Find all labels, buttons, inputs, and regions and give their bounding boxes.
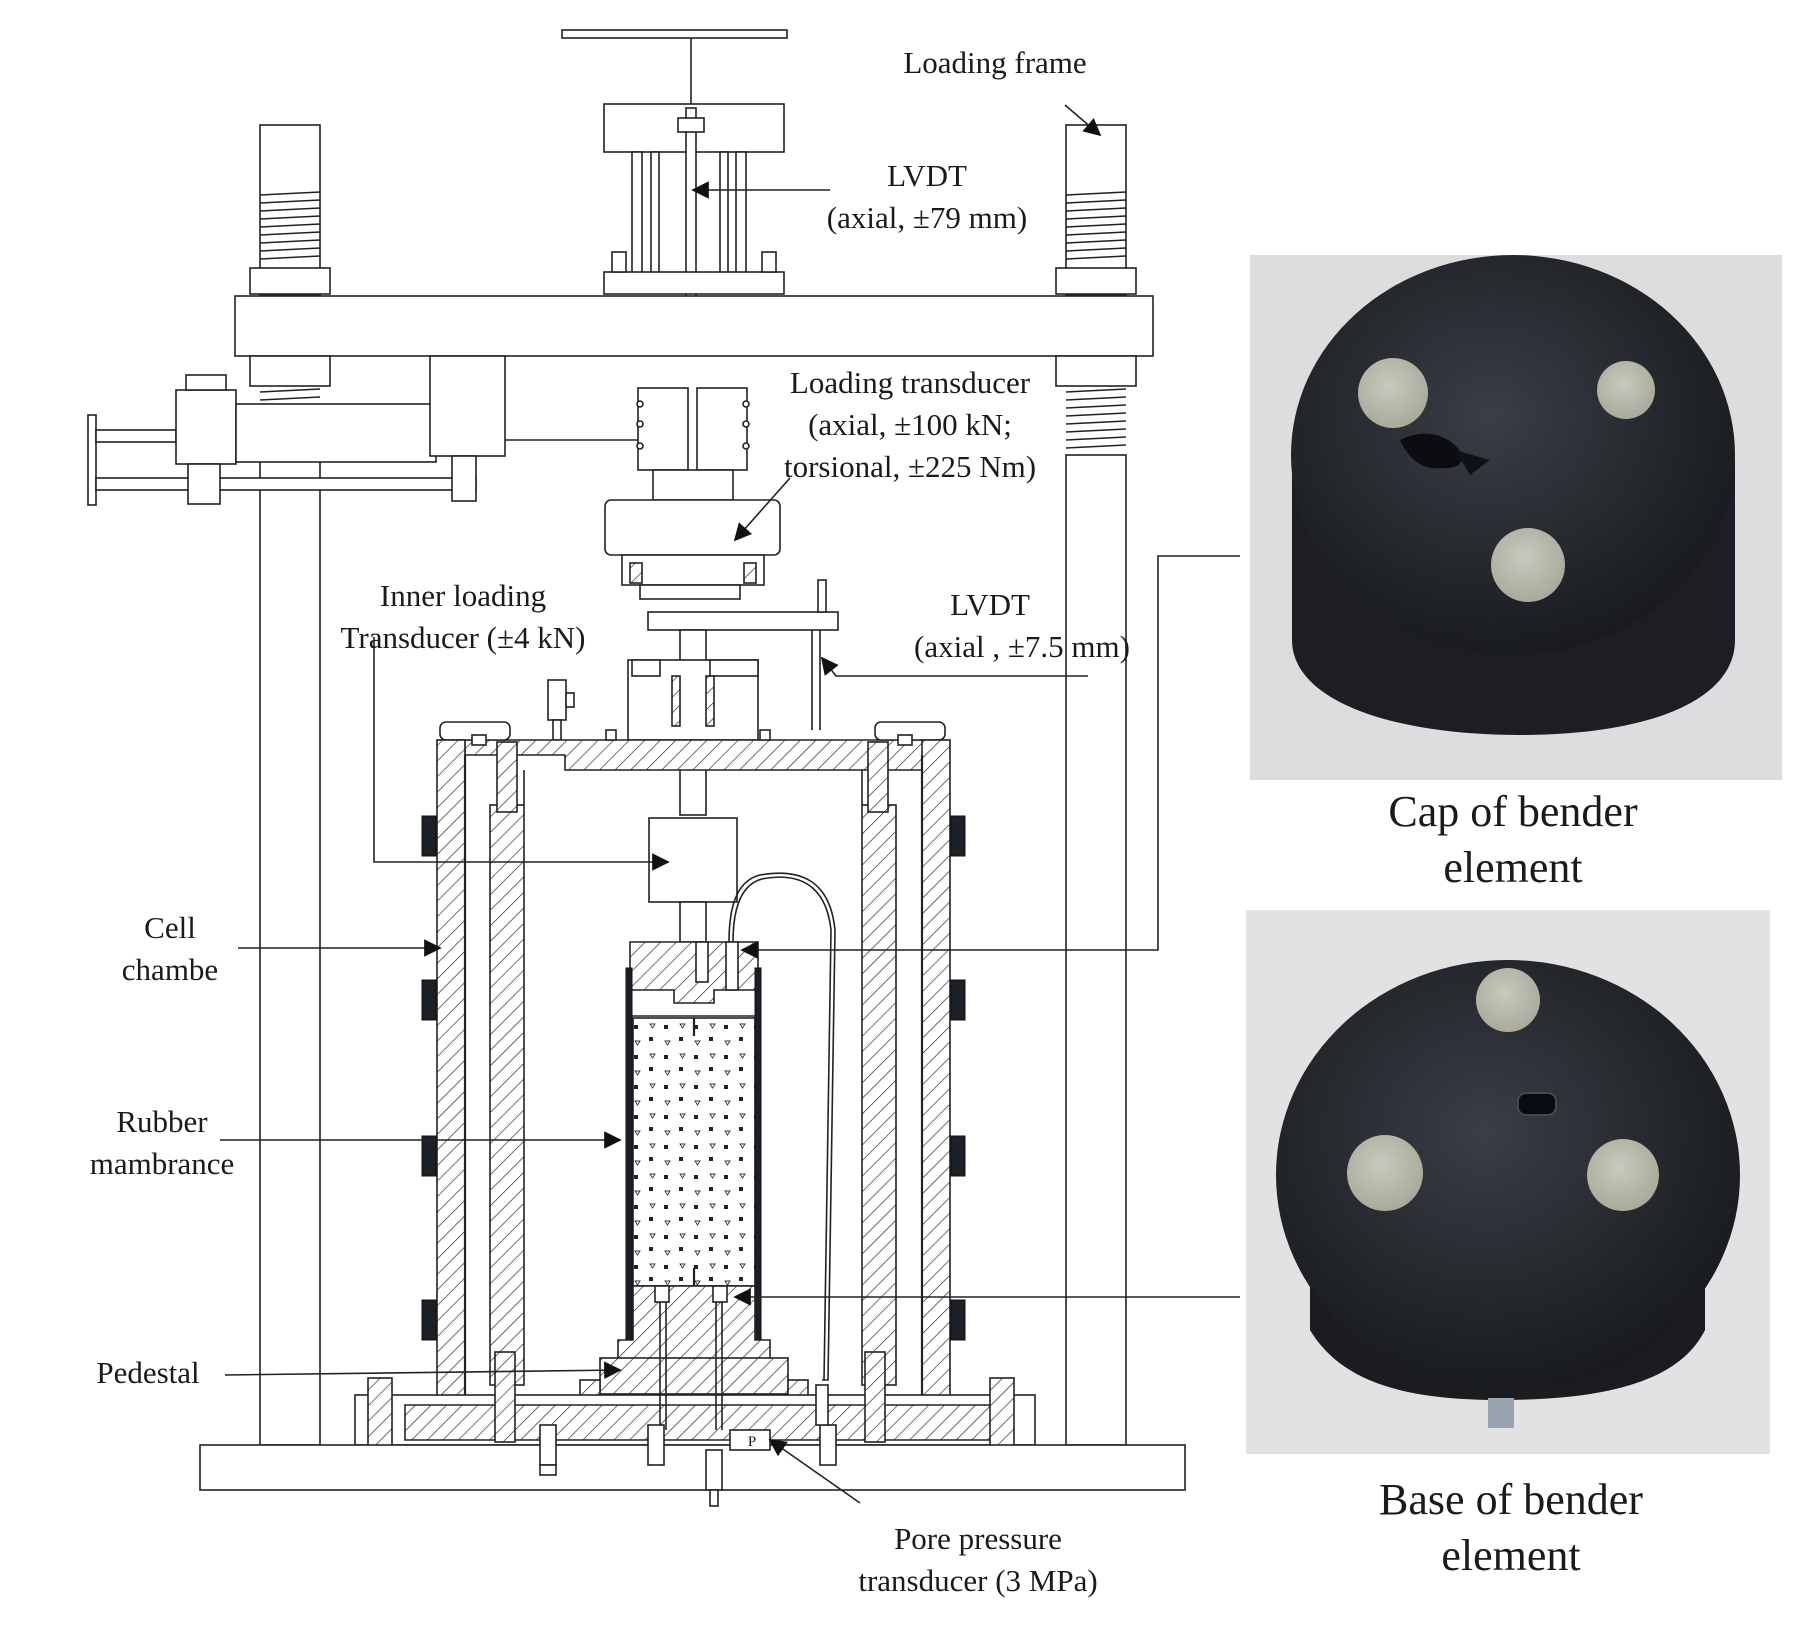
column-left [259, 454, 321, 1446]
rubber-membrane-left [625, 967, 633, 1341]
label-rubber-mambrance: mambrance [90, 1146, 235, 1181]
rubber-membrane-right [754, 967, 762, 1341]
cap-top-face [1291, 255, 1735, 655]
base-top-face [1276, 960, 1740, 1390]
base-photo [1246, 910, 1770, 1454]
labels: Loading frame LVDT (axial, ±79 mm) Loadi… [90, 45, 1130, 1598]
label-loading-transducer-torsional: torsional, ±225 Nm) [784, 449, 1036, 484]
leader-lines [220, 104, 1240, 1504]
lvdt-plate [647, 611, 839, 631]
label-loading-transducer: Loading transducer [790, 365, 1031, 400]
cap-porous-stone-1 [1358, 358, 1428, 428]
label-cell-chambe: chambe [122, 952, 218, 987]
label-inner-loading-range: Transducer (±4 kN) [341, 620, 586, 655]
inner-loading-transducer [648, 817, 738, 903]
loading-frame [87, 29, 1154, 1446]
pore-symbol: P [748, 1434, 756, 1450]
column-threads-right [1065, 191, 1127, 260]
cap-porous-stone-2 [1597, 361, 1655, 419]
cell-wall-left [436, 739, 466, 1401]
bender-cable [728, 872, 836, 1381]
pedestal-block [599, 1357, 789, 1395]
base-caption-line1: Base of bender [1379, 1475, 1643, 1524]
label-loading-transducer-axial: (axial, ±100 kN; [808, 407, 1012, 442]
loading-transducer [604, 499, 781, 556]
triaxial-cell: P [199, 579, 1186, 1507]
column-threads-left [259, 191, 321, 260]
machine-base [199, 1444, 1186, 1491]
cap-porous-stone-3 [1491, 528, 1565, 602]
cap-caption-line1: Cap of bender [1388, 787, 1638, 836]
base-porous-stone-3 [1587, 1139, 1659, 1211]
cap-photo [1250, 255, 1782, 780]
cell-wall-right [921, 739, 951, 1401]
label-pore-pressure-range: transducer (3 MPa) [858, 1563, 1097, 1598]
base-caption-line2: element [1441, 1531, 1580, 1580]
label-lvdt-small: LVDT [950, 587, 1030, 622]
label-pore-pressure: Pore pressure [894, 1521, 1062, 1556]
crossbeam [234, 295, 1154, 357]
label-cell: Cell [144, 910, 196, 945]
soil-specimen [632, 1017, 756, 1287]
label-lvdt-small-range: (axial , ±7.5 mm) [914, 629, 1130, 664]
base-porous-stone-1 [1476, 968, 1540, 1032]
base-porous-stone-2 [1347, 1135, 1423, 1211]
label-pedestal: Pedestal [96, 1355, 199, 1390]
cell-top-plate [464, 739, 931, 771]
label-lvdt-top-range: (axial, ±79 mm) [827, 200, 1027, 235]
label-inner-loading: Inner loading [380, 578, 546, 613]
cap-caption-line2: element [1443, 843, 1582, 892]
label-loading-frame: Loading frame [903, 45, 1086, 80]
specimen-base [617, 1285, 771, 1366]
base-slot [1517, 1092, 1557, 1116]
label-lvdt-top: LVDT [887, 158, 967, 193]
label-rubber: Rubber [116, 1104, 208, 1139]
top-plate [561, 29, 788, 39]
